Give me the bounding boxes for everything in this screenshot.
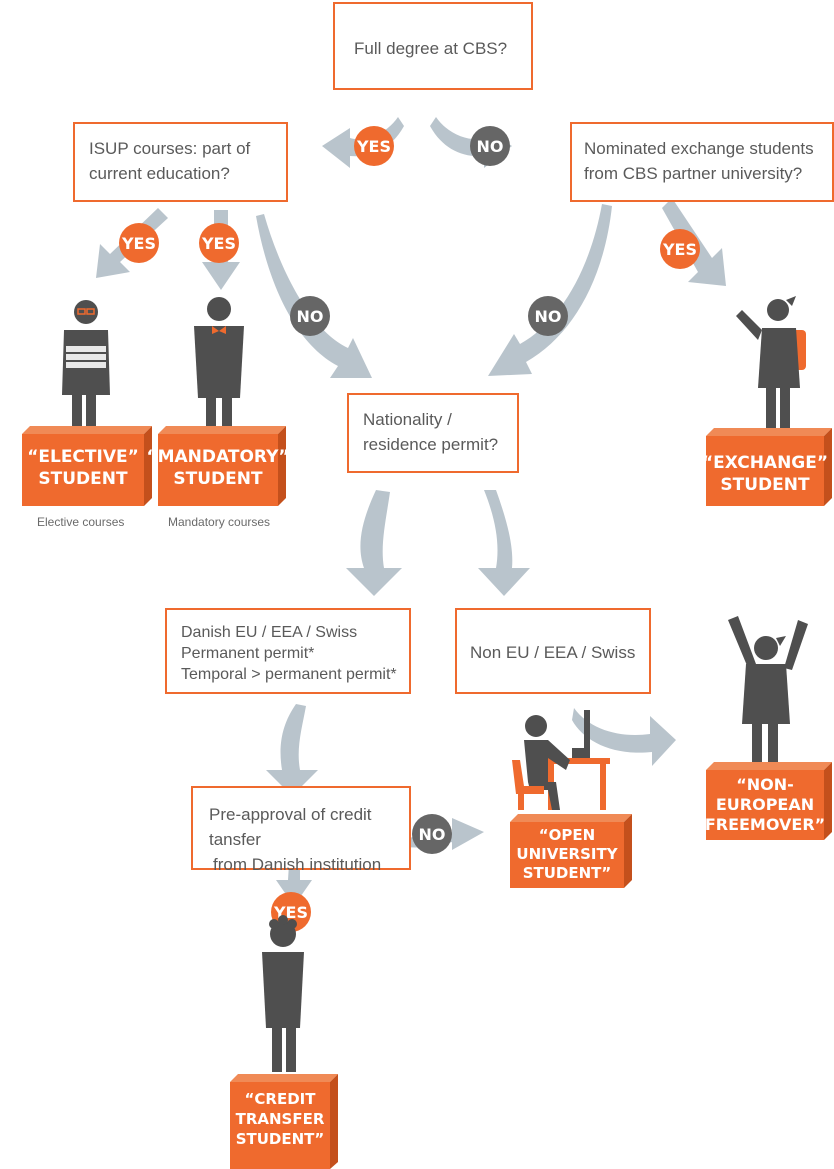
danish-line-3: Temporal > permanent permit* — [181, 666, 397, 683]
pre-approval-box: Pre-approval of credit tansfer from Dani… — [191, 786, 411, 874]
arrow-nominated-no — [488, 204, 612, 376]
isup-line-2: current education? — [89, 164, 230, 183]
danish-box: Danish EU / EEA / Swiss Permanent permit… — [165, 608, 411, 694]
svg-text:NO: NO — [477, 137, 504, 156]
svg-text:“OPEN: “OPEN — [539, 826, 595, 844]
svg-text:EUROPEAN: EUROPEAN — [716, 795, 814, 814]
arrow-noneu-freemover — [572, 708, 676, 766]
svg-text:“CREDIT: “CREDIT — [245, 1090, 317, 1108]
isup-line-1: ISUP courses: part of — [89, 139, 251, 158]
svg-text:FREEMOVER”: FREEMOVER” — [705, 815, 825, 834]
danish-line-2: Permanent permit* — [181, 645, 315, 662]
badge-no-top: NO — [470, 126, 510, 166]
non-eu-text: Non EU / EEA / Swiss — [470, 643, 636, 662]
pedestal-credit-transfer: “CREDIT TRANSFER STUDENT” — [230, 1074, 338, 1169]
badge-yes-elective: YES — [119, 223, 159, 263]
svg-text:“MANDATORY”: “MANDATORY” — [146, 447, 289, 467]
pedestal-elective: “ELECTIVE” STUDENT — [22, 426, 152, 506]
caption-mandatory: Mandatory courses — [168, 515, 271, 529]
credit-transfer-figure — [262, 915, 304, 1072]
caption-elective: Elective courses — [37, 515, 125, 529]
arrow-preapproval-credit — [276, 848, 312, 906]
full-degree-box: Full degree at CBS? — [333, 2, 533, 90]
open-university-figure — [512, 710, 610, 810]
badge-no-isup: NO — [290, 296, 330, 336]
arrow-isup-no — [256, 214, 372, 378]
svg-text:NO: NO — [297, 307, 324, 326]
svg-text:YES: YES — [662, 240, 697, 259]
svg-text:TRANSFER: TRANSFER — [236, 1110, 325, 1128]
nationality-box: Nationality / residence permit? — [347, 393, 519, 473]
non-eu-box: Non EU / EEA / Swiss — [455, 608, 651, 694]
nominated-box: Nominated exchange students from CBS par… — [570, 122, 834, 202]
nominated-line-2: from CBS partner university? — [584, 164, 803, 183]
pedestal-non-european: “NON- EUROPEAN FREEMOVER” — [705, 762, 832, 840]
svg-text:UNIVERSITY: UNIVERSITY — [516, 845, 618, 863]
pedestal-exchange: “EXCHANGE” STUDENT — [702, 428, 832, 506]
badge-yes-top: YES — [354, 126, 394, 166]
pedestal-open-university: “OPEN UNIVERSITY STUDENT” — [510, 814, 632, 888]
badge-no-open: NO — [412, 814, 452, 854]
connector-arrows — [96, 117, 726, 906]
pre-approval-line-1: Pre-approval of credit tansfer — [209, 805, 372, 849]
mandatory-student-figure — [194, 297, 244, 436]
exchange-student-figure — [736, 296, 806, 430]
svg-text:YES: YES — [121, 234, 156, 253]
svg-text:NO: NO — [419, 825, 446, 844]
badge-yes-mandatory: YES — [199, 223, 239, 263]
svg-text:STUDENT”: STUDENT” — [523, 864, 612, 882]
danish-line-1: Danish EU / EEA / Swiss — [181, 624, 358, 641]
arrow-nat-noneu — [478, 490, 530, 596]
elective-student-figure — [62, 300, 110, 435]
svg-text:STUDENT: STUDENT — [38, 469, 128, 489]
svg-text:STUDENT: STUDENT — [173, 469, 263, 489]
svg-text:STUDENT”: STUDENT” — [236, 1130, 325, 1148]
full-degree-text: Full degree at CBS? — [354, 39, 508, 58]
pre-approval-line-2: from Danish institution — [213, 855, 382, 874]
svg-text:STUDENT: STUDENT — [720, 475, 810, 495]
arrow-danish-preapproval — [266, 704, 318, 796]
svg-text:YES: YES — [201, 234, 236, 253]
pedestal-mandatory: “MANDATORY” STUDENT — [146, 426, 290, 506]
svg-text:“ELECTIVE”: “ELECTIVE” — [27, 447, 139, 467]
freemover-figure — [728, 616, 808, 766]
nationality-line-2: residence permit? — [363, 435, 499, 454]
isup-box: ISUP courses: part of current education? — [73, 122, 288, 202]
nationality-line-1: Nationality / — [363, 410, 452, 429]
svg-text:NO: NO — [535, 307, 562, 326]
svg-text:YES: YES — [356, 137, 391, 156]
badge-no-nominated: NO — [528, 296, 568, 336]
svg-text:“NON-: “NON- — [736, 775, 794, 794]
nominated-line-1: Nominated exchange students — [584, 139, 814, 158]
badge-yes-exchange: YES — [660, 229, 700, 269]
arrow-nat-danish — [346, 490, 402, 596]
svg-text:“EXCHANGE”: “EXCHANGE” — [702, 453, 828, 473]
